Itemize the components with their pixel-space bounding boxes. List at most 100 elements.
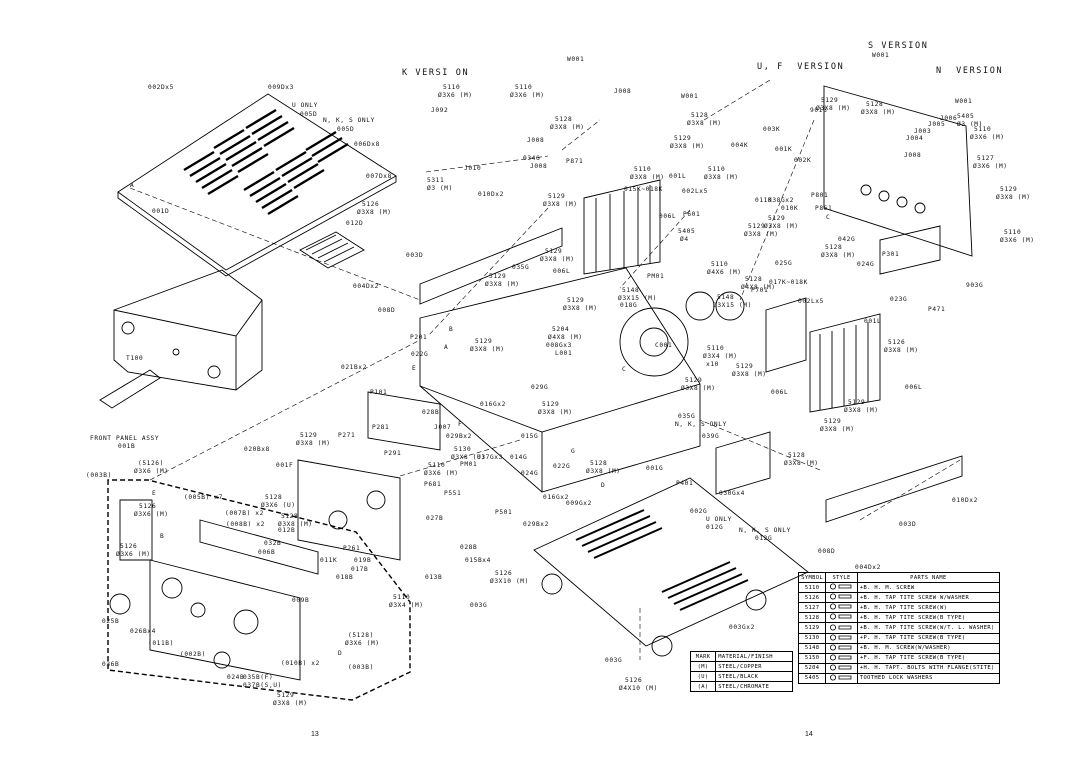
part-callout: 018G <box>620 302 638 309</box>
part-callout: 017B <box>351 566 369 573</box>
part-callout: 008D <box>818 548 836 555</box>
part-callout: P681 <box>424 481 442 488</box>
part-callout: P261 <box>343 545 361 552</box>
part-callout: (010B) x2 <box>281 660 320 667</box>
part-callout: 006Dx8 <box>354 141 380 148</box>
legend-code: 5129 <box>797 622 827 634</box>
part-callout: 003G <box>470 602 488 609</box>
part-callout: Ø3X8 (M) <box>563 305 598 312</box>
part-callout: 004Dx2 <box>353 283 379 290</box>
k-version-title: K VERSI ON <box>402 68 470 78</box>
part-callout: Ø3X8 (M) <box>357 209 392 216</box>
part-callout: P601 <box>683 211 701 218</box>
part-callout: J008 <box>614 88 632 95</box>
part-callout: Ø3X8 (M) <box>821 252 856 259</box>
part-callout: 003Gx2 <box>729 624 755 631</box>
legend-row: 5110+B. H. M. SCREW <box>797 582 1001 594</box>
part-callout: 010K <box>781 205 799 212</box>
part-callout: Ø3X8 (M) <box>586 468 621 475</box>
part-callout: 012B <box>278 527 296 534</box>
part-callout: 006L <box>771 389 789 396</box>
part-callout: 027B <box>426 515 444 522</box>
screw-style-icon <box>825 632 858 644</box>
part-callout: 025G <box>775 260 793 267</box>
legend-part-name: TOOTHED LOCK WASHERS <box>856 672 1001 685</box>
legend-code: 5126 <box>797 592 827 604</box>
part-callout: Ø3X8 (M) <box>540 256 575 263</box>
part-callout: Ø3X8 (M) <box>844 407 879 414</box>
part-callout: G <box>571 448 576 455</box>
part-callout: Ø3X6 (U) <box>261 502 296 509</box>
part-callout: 5128 <box>866 101 884 108</box>
part-callout: Ø3X8 (M) <box>884 347 919 354</box>
part-callout: 009Dx3 <box>268 84 294 91</box>
part-callout: 037B(S,U) <box>243 682 282 689</box>
legend-row: 5150+F. H. TAP TITE SCREW(B TYPE) <box>797 652 1001 664</box>
part-callout: 039G <box>702 433 720 440</box>
legend-row: 5130+P. H. TAP TITE SCREW(B TYPE) <box>797 632 1001 644</box>
part-callout: 5129 <box>674 135 692 142</box>
part-callout: 5110 <box>1004 229 1022 236</box>
part-callout: 003G <box>605 657 623 664</box>
part-callout: 004K <box>731 142 749 149</box>
part-callout: J004 <box>906 135 924 142</box>
part-callout: W001 <box>567 56 585 63</box>
part-callout: Ø3X6 (M) <box>438 92 473 99</box>
part-callout: 022G <box>411 351 429 358</box>
material-name: STEEL/COPPER <box>715 661 793 673</box>
part-callout: 006L <box>905 384 923 391</box>
n-version-title: N VERSION <box>936 66 1004 76</box>
part-callout: 5110 <box>428 462 446 469</box>
part-callout: Ø3X8 (M) <box>732 371 767 378</box>
heatsink-left <box>583 179 661 275</box>
part-callout: Ø3X8 (U) <box>451 454 486 461</box>
part-callout: Ø4X6 (M) <box>707 269 742 276</box>
part-callout: 5126 <box>120 543 138 550</box>
part-callout: 5129 <box>277 692 295 699</box>
part-callout: 007Dx8 <box>366 173 392 180</box>
part-callout: 5129 <box>848 399 866 406</box>
part-callout: Ø3X6 (M) <box>1000 237 1035 244</box>
legend-part-name: +H. H. TAPT. BOLTS WITH FLANGE(STITE) <box>856 662 1001 674</box>
part-callout: 002G <box>690 508 708 515</box>
part-callout: Ø3X8 (M) <box>996 194 1031 201</box>
part-callout: 030Gx4 <box>719 490 745 497</box>
legend-part-name: +F. H. TAP TITE SCREW(B TYPE) <box>856 652 1001 664</box>
part-callout: 036B <box>102 661 120 668</box>
screw-style-icon <box>825 602 858 614</box>
part-callout: 029Bx2 <box>523 521 549 528</box>
part-callout: Ø3X8 (M) <box>670 143 705 150</box>
part-callout: Ø3X8 (M) <box>485 281 520 288</box>
part-callout: Ø3X4 (M) <box>703 353 738 360</box>
part-callout: 003D <box>406 252 424 259</box>
part-callout: Ø3X8 (M) <box>543 201 578 208</box>
part-callout: 010Dx2 <box>952 497 978 504</box>
part-callout: Ø3X6 (M) <box>134 511 169 518</box>
part-callout: 5128 <box>555 116 573 123</box>
part-callout: D <box>338 650 343 657</box>
part-callout: (007B) x2 <box>225 510 264 517</box>
part-callout: A <box>130 182 135 189</box>
screw-style-icon <box>825 612 858 624</box>
part-callout: 002Dx5 <box>148 84 174 91</box>
part-callout: 001D <box>152 208 170 215</box>
part-callout: 012G <box>755 535 773 542</box>
material-table: MARK MATERIAL/FINISH (M) STEEL/COPPER (U… <box>689 650 793 693</box>
part-callout: Ø3X8 (M) <box>296 440 331 447</box>
legend-row: 5204+H. H. TAPT. BOLTS WITH FLANGE(STITE… <box>797 662 1001 674</box>
part-callout: 5110 <box>974 126 992 133</box>
part-callout: P861 <box>815 205 833 212</box>
part-callout: 001L <box>669 173 687 180</box>
part-callout: 903G <box>966 282 984 289</box>
part-callout: 5110 <box>708 166 726 173</box>
part-callout: Ø3X8 (M) <box>630 174 665 181</box>
part-callout: 016Gx2 <box>480 401 506 408</box>
part-callout: Ø3X8 (M) <box>550 124 585 131</box>
part-callout: Ø3X6 (M) <box>424 470 459 477</box>
part-callout: 012G <box>706 524 724 531</box>
part-callout: 5127 <box>977 155 995 162</box>
part-callout: 009B <box>292 597 310 604</box>
part-callout: F <box>458 421 463 428</box>
part-callout: 5128 <box>788 452 806 459</box>
part-callout: PM01 <box>460 461 478 468</box>
